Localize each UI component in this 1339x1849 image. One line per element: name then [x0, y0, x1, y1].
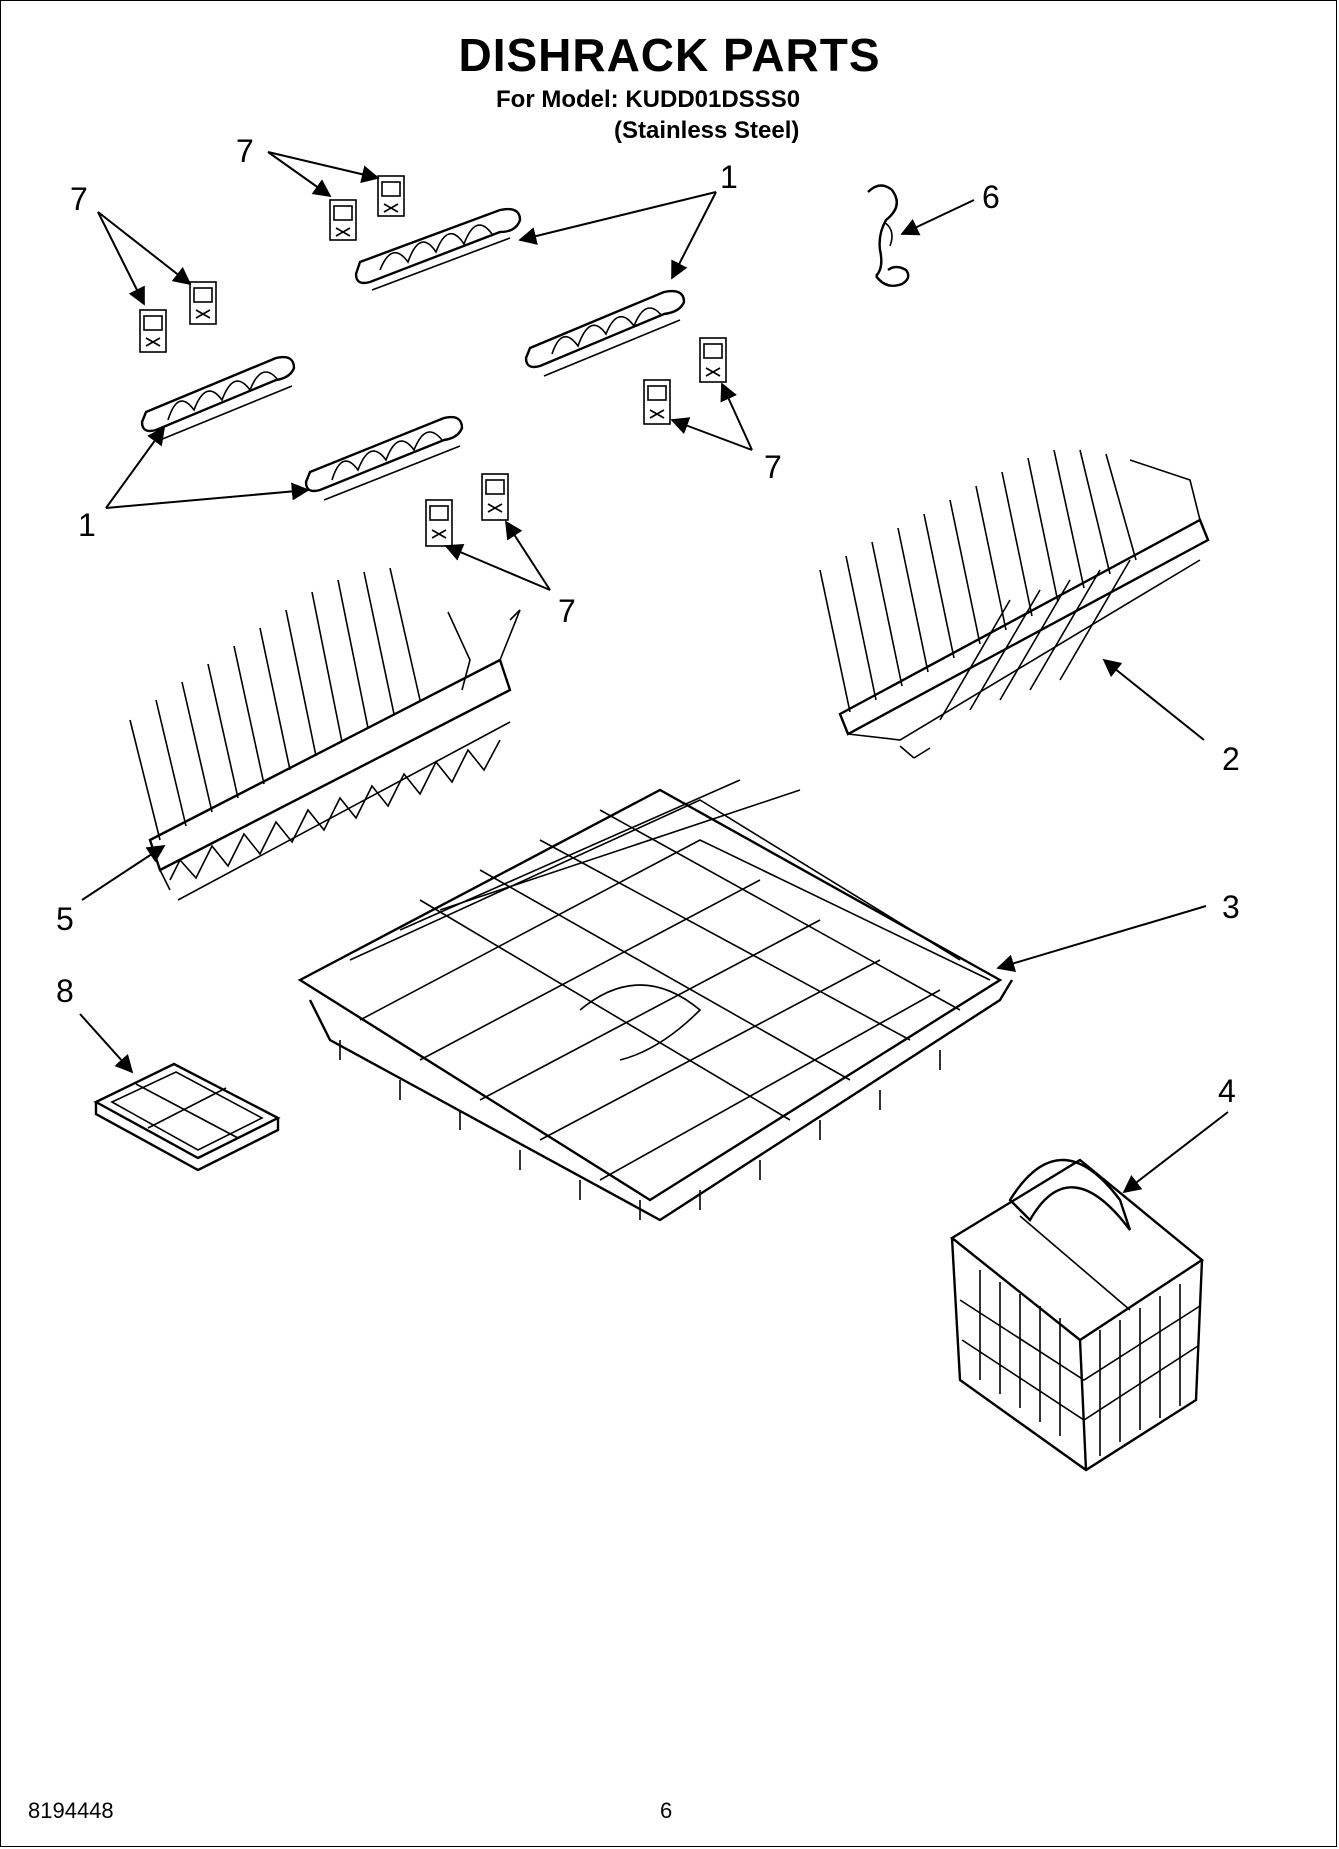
callout-4: 4: [1218, 1073, 1236, 1109]
clip-part-7-left-a: [139, 309, 167, 353]
callout-8: 8: [56, 973, 74, 1009]
model-line: For Model: KUDD01DSSS0: [496, 86, 801, 113]
clip-part-7-left-b: [189, 281, 217, 325]
callout-5: 5: [56, 901, 74, 937]
callout-1-top: 1: [720, 159, 738, 195]
clip-part-7-right-a: [643, 379, 671, 425]
clip-part-7-center-b: [481, 473, 509, 521]
callout-7-left: 7: [70, 181, 88, 217]
callout-labels: 7 7 1 6 1 7 7 2 5 3 8 4: [56, 133, 1240, 1109]
hook-part-6: [867, 184, 910, 287]
callout-7-right: 7: [764, 449, 782, 485]
tine-row-part-1-right: [524, 289, 686, 377]
clip-part-7-top-a: [329, 199, 357, 241]
tine-rack-part-5: [129, 567, 521, 901]
finish-line: (Stainless Steel): [614, 117, 800, 144]
callout-6: 6: [982, 179, 1000, 215]
callout-7-top: 7: [236, 133, 254, 169]
tine-row-part-1-top: [354, 207, 522, 291]
clip-part-7-top-b: [377, 175, 405, 217]
clip-part-7-center-a: [425, 499, 453, 547]
callout-3: 3: [1222, 889, 1240, 925]
page-title: DISHRACK PARTS: [458, 29, 881, 81]
document-number: 8194448: [28, 1798, 114, 1823]
callout-1-left: 1: [78, 507, 96, 543]
tine-row-part-1-center: [304, 415, 464, 501]
filter-part-8: [93, 1062, 281, 1172]
tine-row-part-1-left: [140, 355, 296, 441]
callout-7-center: 7: [558, 593, 576, 629]
lower-rack-part-3: [297, 779, 1014, 1222]
silverware-basket-part-4: [949, 1158, 1205, 1472]
callout-2: 2: [1222, 741, 1240, 777]
tine-rack-part-2: [819, 449, 1210, 759]
leader-lines: [79, 151, 1229, 1194]
clip-part-7-right-b: [699, 337, 727, 383]
page-number: 6: [660, 1798, 673, 1823]
